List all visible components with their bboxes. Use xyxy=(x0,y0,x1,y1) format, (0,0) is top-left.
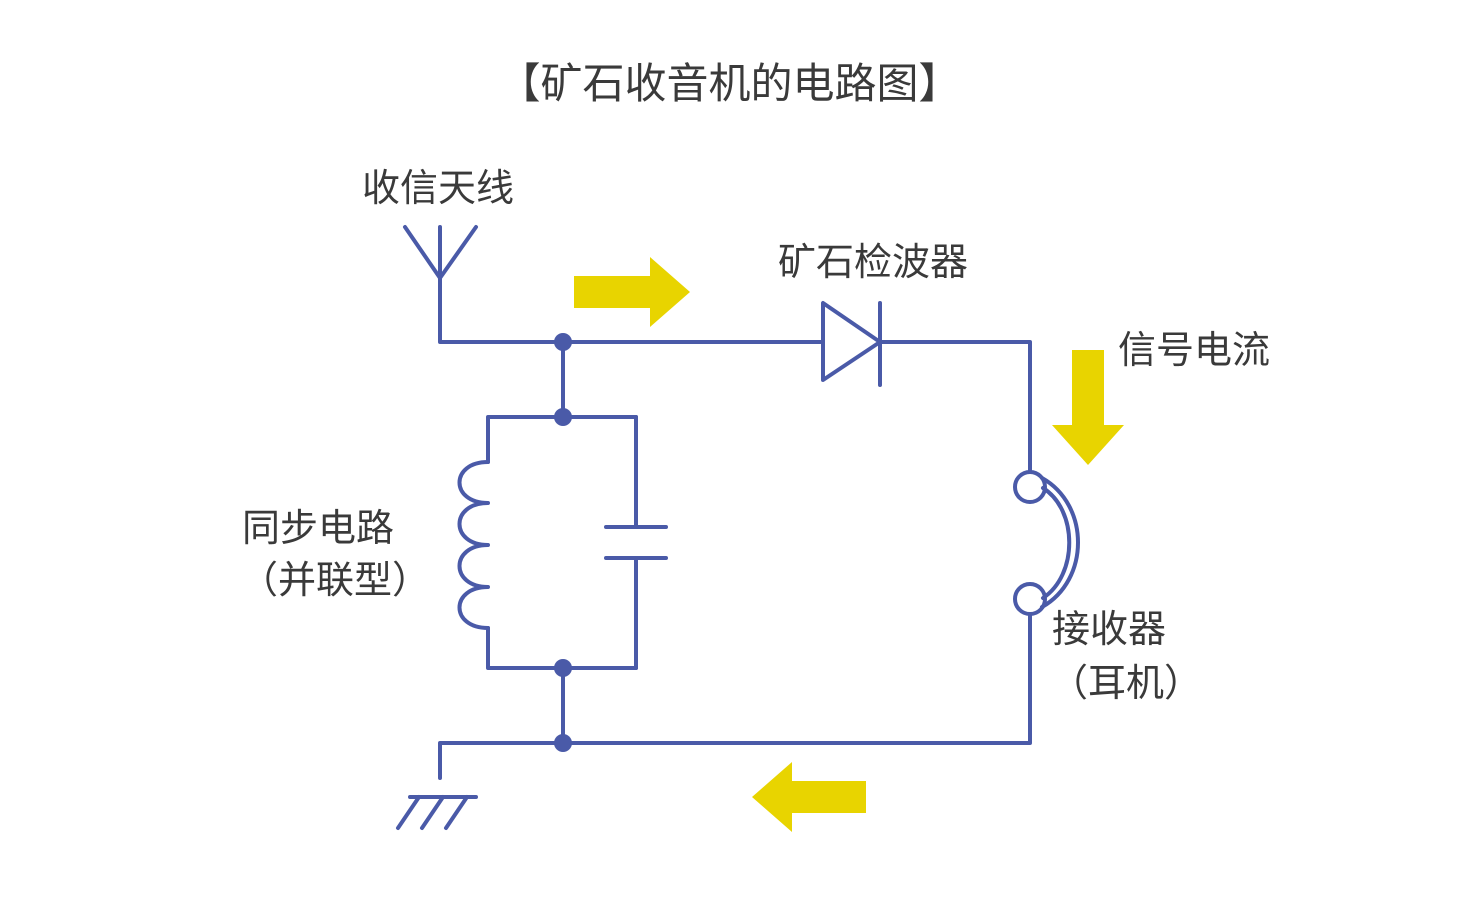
wire-diode-to-right xyxy=(878,340,1032,474)
signal-current-label: 信号电流 xyxy=(1118,328,1271,372)
wire-antenna-down xyxy=(438,276,565,344)
tuning-circuit-label: 同步电路 xyxy=(242,506,395,550)
junction-dot-tuning-bottom xyxy=(554,659,572,677)
arrow-down xyxy=(1052,350,1124,465)
inductor-coil xyxy=(457,460,490,630)
antenna-symbol xyxy=(403,225,478,280)
receiver-label: 接收器 xyxy=(1052,607,1167,651)
junction-dot-bottom xyxy=(554,734,572,752)
junction-dot-tuning-top xyxy=(554,408,572,426)
detector-label: 矿石检波器 xyxy=(778,240,969,284)
diagram-title: 【矿石收音机的电路图】 xyxy=(498,59,961,108)
wire-tuning-left-bottom xyxy=(486,626,638,670)
arrow-right xyxy=(574,257,690,327)
junction-dot-top xyxy=(554,333,572,351)
ground-symbol xyxy=(396,795,478,830)
earphone-band-outer xyxy=(1040,476,1080,609)
tuning-circuit-type-label: （并联型） xyxy=(240,558,431,602)
receiver-type-label: （耳机） xyxy=(1050,661,1203,705)
earphone-band-inner xyxy=(1041,486,1072,600)
diode-triangle xyxy=(821,301,882,382)
earphone-terminal-top xyxy=(1013,470,1047,504)
wire-right-bottom xyxy=(438,612,1032,780)
wire-tuning-left xyxy=(486,415,638,464)
arrow-left xyxy=(752,762,866,832)
earphone-terminal-bottom xyxy=(1013,582,1047,616)
antenna-label: 收信天线 xyxy=(362,166,515,210)
